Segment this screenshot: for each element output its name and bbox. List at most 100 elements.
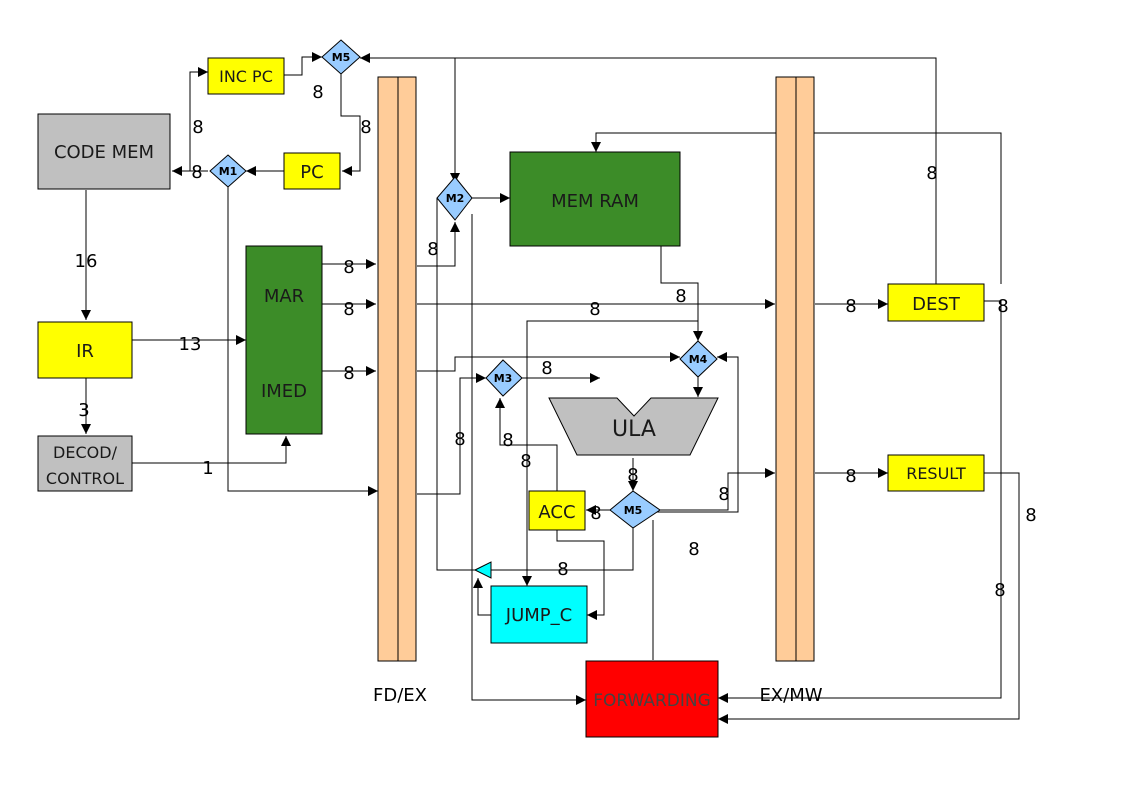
dest-block: DEST [887,283,985,322]
exmw-bar-left [775,76,797,662]
fdex-bar-right [397,76,417,662]
result-label: RESULT [906,464,966,483]
acc-label: ACC [538,502,575,523]
width-fdex-m2: 8 [427,239,438,260]
decod-label: DECOD/ [53,443,118,462]
wire-fdex-m4 [417,352,680,372]
width-imed: 8 [343,363,354,384]
triangle-arrow-icon [473,561,492,579]
wire-m2-forwarding [471,214,586,705]
mux-m1: M1 [209,154,247,188]
svg-text:M1: M1 [219,165,238,178]
svg-text:M2: M2 [446,192,465,205]
mem-ram-label: MEM RAM [551,191,639,212]
wire-fdex-m2 [417,222,460,267]
mar-imed-block: MAR IMED [245,245,323,435]
result-block: RESULT [887,454,985,492]
pc-block: PC [283,152,341,190]
wire-m5-triangle [491,528,634,571]
exmw-register: EX/MW [759,76,823,706]
wires [81,52,1020,724]
wire-dest-forwarding [718,300,1002,703]
width-ir-mar: 13 [179,334,202,355]
width-codemem-ir: 16 [75,251,98,272]
pc-label: PC [300,162,323,183]
svg-text:M5: M5 [624,504,643,517]
width-acc-m3-a: 8 [502,430,513,451]
width-fdex-m4: 8 [541,358,552,379]
width-m5-pc: 8 [360,117,371,138]
imed-label: IMED [261,381,307,402]
fdex-register: FD/EX [373,76,427,706]
width-dest-forwarding: 8 [994,580,1005,601]
decod-control-block: DECOD/ CONTROL [37,435,133,492]
mux-m4: M4 [679,340,718,378]
ir-block: IR [37,321,133,379]
width-mar-1: 8 [343,257,354,278]
width-decod-imed: 1 [202,458,213,479]
wire-decod-imed [132,436,291,464]
svg-text:M5: M5 [332,51,351,64]
ula-block: ULA [548,397,719,456]
wire-m5-pc [340,74,361,176]
wire-result-forwarding [718,472,1020,724]
width-result-out: 8 [1025,505,1036,526]
width-fdex-exmw: 8 [589,299,600,320]
width-exmw-result: 8 [845,466,856,487]
jump-c-label: JUMP_C [505,605,572,626]
bus-width-labels: 16 13 3 1 8 8 8 8 8 8 8 8 8 8 8 8 8 8 8 … [75,82,1037,601]
wire-triangle-fdex [436,198,475,571]
svg-text:M3: M3 [494,372,513,385]
code-mem-label: CODE MEM [54,142,154,163]
ir-label: IR [76,341,94,362]
width-mar-2: 8 [343,299,354,320]
wire-dest-m2 [450,57,937,284]
wire-acc-jumpc [556,530,605,620]
width-acc-m3-b: 8 [520,451,531,472]
width-memram-m4: 8 [675,286,686,307]
wire-m1-incpc [189,67,208,171]
jump-c-block: JUMP_C [490,585,588,644]
wire-fdex-m3 [417,373,486,495]
mux-m2: M2 [436,176,473,221]
wire-m5-exmw [654,468,775,511]
width-fdex-m3: 8 [454,429,465,450]
wire-m1-fdex [227,187,378,496]
mux-m5-bottom: M5 [609,490,661,529]
width-ula-m5: 8 [627,465,638,486]
width-exmw-dest: 8 [845,296,856,317]
fdex-bar-left [377,76,399,662]
width-m1-incpc: 8 [192,117,203,138]
exmw-label: EX/MW [759,685,822,706]
inc-pc-block: INC PC [207,57,285,95]
wire-incpc-m5 [284,52,322,76]
width-m5-acc: 8 [590,503,601,524]
ula-label: ULA [612,417,656,442]
forwarding-block: FORWARDING [585,660,719,738]
width-m5-exmw: 8 [718,484,729,505]
width-dest-out: 8 [997,296,1008,317]
width-triangle: 8 [557,559,568,580]
width-ir-decod: 3 [78,400,89,421]
forwarding-label: FORWARDING [593,691,711,711]
width-loop: 8 [688,539,699,560]
width-incpc: 8 [312,82,323,103]
fdex-label: FD/EX [373,685,427,706]
mux-m3: M3 [485,359,523,397]
mux-m5-top: M5 [321,39,361,75]
dest-label: DEST [912,294,961,315]
width-m1-codemem: 8 [191,162,202,183]
width-dest-m2: 8 [926,163,937,184]
mar-label: MAR [264,286,304,307]
exmw-bar-right [795,76,815,662]
control-label: CONTROL [46,469,124,488]
svg-text:M4: M4 [689,353,708,366]
code-mem-block: CODE MEM [37,113,171,190]
wire-acc-m3 [495,398,558,491]
inc-pc-label: INC PC [219,67,273,86]
wire-m5-m4-loop [654,352,739,513]
wire-memram-m4 [660,246,703,341]
wire-jumpc-triangle [473,578,491,616]
